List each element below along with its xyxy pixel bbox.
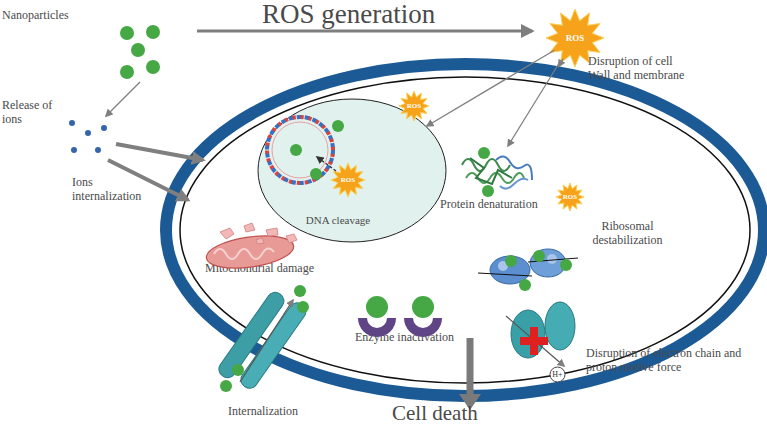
mechanism-label: Protein denaturation <box>440 198 580 212</box>
protein-strand <box>496 156 532 180</box>
mitochondrion-debris <box>286 234 297 243</box>
nanoparticle-cluster <box>478 147 494 197</box>
nanoparticle <box>232 364 244 376</box>
protein-illustration <box>462 156 532 188</box>
protein-strand <box>470 158 512 184</box>
mitochondrion-body <box>204 231 295 273</box>
nanoparticle <box>294 285 306 297</box>
nanoparticle-cluster <box>290 120 344 180</box>
ros-starburst <box>556 183 584 211</box>
ros-text: ROS <box>555 193 585 201</box>
electron-chain-complex <box>506 302 575 366</box>
circle-outline <box>550 367 565 382</box>
ros-text: ROS <box>545 33 605 43</box>
membrane-disruption-label: Disruption of cell Wall and membrane <box>588 55 696 83</box>
ion-internalization-label: Ions internalization <box>72 176 162 204</box>
channel-wall <box>238 300 309 392</box>
nanoparticle <box>146 60 160 74</box>
enzyme-shape <box>358 318 396 337</box>
nanoparticle <box>120 26 134 40</box>
mitochondrion-debris <box>220 228 234 239</box>
membrane-channel <box>216 285 309 395</box>
ros-starburst <box>399 91 429 121</box>
ion-cluster <box>69 120 107 153</box>
mechanism-label: Ribosomal destabilization <box>580 220 675 248</box>
protein-strand <box>500 179 528 189</box>
connector-arrow <box>427 50 554 126</box>
connector-arrow <box>559 59 563 67</box>
arrow-shaft <box>467 338 474 396</box>
proton-flow-arrow <box>506 316 564 366</box>
ros-generation-arrow <box>197 30 532 33</box>
protein-strand <box>462 159 510 171</box>
ion <box>85 130 91 136</box>
ros-starburst <box>331 163 365 197</box>
electron-chain-label: Disruption of electron chain and proton … <box>586 347 746 375</box>
nanoparticle <box>482 185 494 197</box>
internalization-label: Internalization <box>228 405 338 419</box>
nanoparticle <box>131 43 145 57</box>
ion-release-label: Release of ions <box>2 99 64 127</box>
mechanism-label: DNA cleavage <box>288 214 388 227</box>
mitochondrion-debris <box>244 223 255 232</box>
cell-wall <box>166 64 764 396</box>
ribosome-detail <box>547 254 557 264</box>
ion-symbol: H+ <box>549 370 566 379</box>
nanoparticle <box>366 296 388 318</box>
ros-burst: ROS <box>555 182 585 212</box>
ion <box>71 147 77 153</box>
mitochondrion-debris <box>256 238 264 244</box>
mitochondrion-debris <box>266 228 278 236</box>
dna-plasmid <box>267 117 333 183</box>
internalization-arrow <box>240 300 293 382</box>
mitochondrion-cristae <box>214 248 274 259</box>
nanoparticle-cluster <box>120 25 160 79</box>
ros-text: ROS <box>330 176 366 184</box>
block-cross <box>520 337 548 345</box>
nanoparticle <box>310 168 322 180</box>
nanoparticle <box>412 296 434 318</box>
nanoparticle <box>332 120 344 132</box>
cell-death-label: Cell death <box>392 401 522 425</box>
complex-subunit <box>545 302 575 350</box>
ros-burst: ROS <box>398 90 430 122</box>
nanoparticle <box>519 279 531 291</box>
ion-internalization-arrow <box>116 144 203 160</box>
nanoparticle <box>120 65 134 79</box>
nanoparticle <box>560 259 572 271</box>
ion-release-arrow <box>106 82 140 116</box>
ribosome-break-line <box>478 273 532 276</box>
ion <box>95 147 101 153</box>
ros-text: ROS <box>398 102 430 110</box>
nanoparticle-label: Nanoparticles <box>2 9 92 23</box>
complex-subunit <box>511 310 545 358</box>
nanoparticle <box>146 25 160 39</box>
enzyme-shape <box>404 318 442 337</box>
nanoparticle <box>220 380 232 392</box>
ribosome-illustration <box>478 249 578 291</box>
cell-death-arrow <box>459 338 481 410</box>
cell-membrane <box>180 77 750 383</box>
mitochondrion <box>204 223 297 273</box>
dna-strand <box>267 117 333 183</box>
nanoparticle <box>297 301 309 313</box>
dna-attack-arrow <box>317 157 336 171</box>
nanoparticle <box>478 147 490 159</box>
nanoparticle <box>290 144 302 156</box>
ion <box>101 125 107 131</box>
proton-circle: H+ <box>549 366 566 383</box>
ion <box>69 120 75 126</box>
ros-generation-label: ROS generation <box>262 0 492 30</box>
enzyme-illustration <box>358 296 442 337</box>
nanoparticle <box>533 250 545 262</box>
nanoparticle <box>505 255 517 267</box>
dna-strand <box>267 117 333 183</box>
ros-burst: ROS <box>330 162 366 198</box>
nucleoid-outline <box>258 99 446 242</box>
